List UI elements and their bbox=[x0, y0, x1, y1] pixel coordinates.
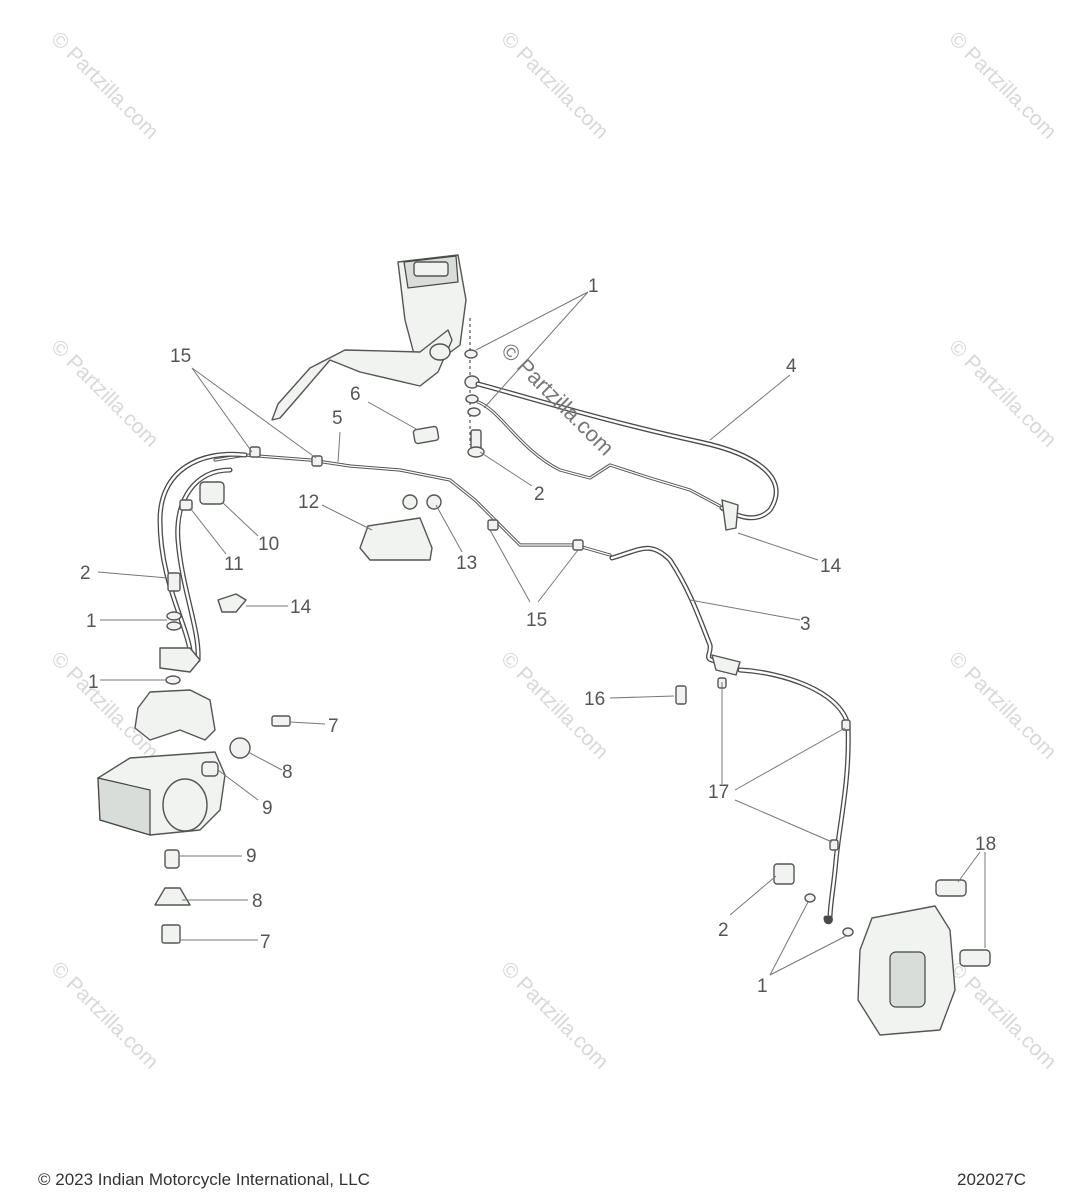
callout-1: 1 bbox=[88, 672, 99, 693]
callout-15: 15 bbox=[170, 346, 191, 367]
footer-copyright: © 2023 Indian Motorcycle International, … bbox=[38, 1170, 370, 1189]
watermark: © Partzilla.com bbox=[496, 338, 619, 461]
watermark: © Partzilla.com bbox=[944, 335, 1060, 451]
watermark: © Partzilla.com bbox=[944, 27, 1060, 143]
leader-lines bbox=[97, 291, 986, 976]
callout-11: 11 bbox=[224, 554, 244, 575]
callout-15: 15 bbox=[526, 610, 547, 631]
callout-13: 13 bbox=[456, 553, 477, 574]
callout-10: 10 bbox=[258, 534, 279, 555]
callout-2: 2 bbox=[534, 484, 545, 505]
watermark: © Partzilla.com bbox=[944, 647, 1060, 763]
watermark: © Partzilla.com bbox=[46, 335, 162, 451]
callout-9: 9 bbox=[262, 798, 273, 819]
callout-1: 1 bbox=[757, 976, 768, 997]
callout-7: 7 bbox=[328, 716, 339, 737]
watermark: © Partzilla.com bbox=[496, 957, 612, 1073]
callouts: 1 1 1 1 1 2 2 2 3 4 5 6 7 7 8 8 9 9 10 1… bbox=[80, 276, 996, 997]
callout-5: 5 bbox=[332, 408, 343, 429]
upper-banjo-stack bbox=[464, 349, 485, 458]
callout-6: 6 bbox=[350, 384, 361, 405]
diagram-code: 202027C bbox=[956, 1170, 1026, 1189]
callout-14: 14 bbox=[290, 597, 312, 618]
watermark: © Partzilla.com bbox=[46, 27, 162, 143]
callout-17: 17 bbox=[708, 782, 729, 803]
callout-9: 9 bbox=[246, 846, 257, 867]
callout-1: 1 bbox=[588, 276, 599, 297]
abs-fittings bbox=[159, 572, 201, 685]
watermark: © Partzilla.com bbox=[496, 27, 612, 143]
callout-4: 4 bbox=[786, 356, 797, 377]
watermark: © Partzilla.com bbox=[944, 957, 1060, 1073]
callout-18: 18 bbox=[975, 834, 996, 855]
watermark: © Partzilla.com bbox=[46, 957, 162, 1073]
callout-16: 16 bbox=[584, 689, 605, 710]
callout-1: 1 bbox=[86, 611, 97, 632]
callout-14: 14 bbox=[820, 556, 842, 577]
callout-3: 3 bbox=[800, 614, 811, 635]
abs-unit bbox=[97, 751, 226, 836]
master-cylinder bbox=[271, 254, 467, 421]
callout-2: 2 bbox=[80, 563, 91, 584]
callout-8: 8 bbox=[282, 762, 293, 783]
brake-caliper bbox=[857, 879, 991, 1036]
callout-12: 12 bbox=[298, 492, 319, 513]
callout-2: 2 bbox=[718, 920, 729, 941]
callout-8: 8 bbox=[252, 891, 263, 912]
callout-7: 7 bbox=[260, 932, 271, 953]
